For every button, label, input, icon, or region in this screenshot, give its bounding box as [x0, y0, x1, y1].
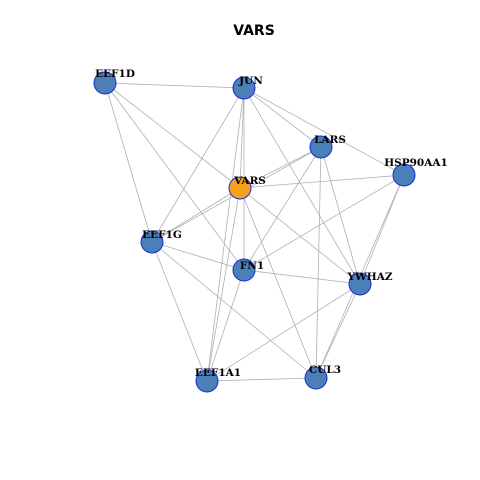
edge-eef1d-vars [104, 82, 241, 189]
node-circle-ywhaz [348, 272, 372, 296]
node-label-jun: JUN [238, 75, 263, 87]
edge-fn1-eef1a1 [206, 269, 245, 382]
node-label-eef1d: EEF1D [95, 68, 135, 80]
node-circle-cul3 [304, 366, 328, 390]
node-label-eef1a1: EEF1A1 [195, 367, 241, 379]
edge-eef1g-eef1a1 [151, 241, 208, 382]
node-fn1: FN1 [232, 258, 264, 282]
node-label-fn1: FN1 [240, 260, 264, 272]
node-eef1g: EEF1G [140, 229, 182, 254]
edge-lars-ywhaz [320, 146, 361, 285]
edge-hsp90aa1-vars [239, 174, 405, 189]
edge-vars-eef1g [151, 187, 241, 243]
edge-eef1g-cul3 [151, 241, 317, 379]
node-cul3: CUL3 [304, 364, 341, 390]
edge-ywhaz-cul3 [315, 283, 361, 379]
node-eef1d: EEF1D [93, 68, 135, 95]
node-circle-fn1 [232, 258, 256, 282]
node-vars: VARS [228, 175, 266, 200]
edge-vars-eef1a1 [206, 187, 241, 382]
node-circle-hsp90aa1 [392, 163, 416, 187]
edge-jun-hsp90aa1 [243, 87, 405, 176]
edge-eef1g-fn1 [151, 241, 245, 271]
node-circle-jun [232, 76, 256, 100]
diagram-title: VARS [233, 23, 275, 39]
node-label-hsp90aa1: HSP90AA1 [384, 157, 448, 169]
edge-eef1d-eef1g [104, 82, 153, 243]
edge-hsp90aa1-fn1 [243, 174, 405, 271]
node-circle-eef1d [93, 71, 117, 95]
node-circle-lars [309, 135, 333, 159]
node-circle-eef1g [140, 230, 164, 254]
edge-lars-fn1 [243, 146, 322, 271]
edge-ywhaz-eef1a1 [206, 283, 361, 382]
node-label-ywhaz: YWHAZ [346, 271, 392, 283]
edge-jun-ywhaz [243, 87, 361, 285]
edge-eef1a1-cul3 [206, 377, 317, 382]
node-label-lars: LARS [314, 134, 346, 146]
node-label-vars: VARS [233, 175, 266, 187]
edge-jun-eef1g [151, 87, 245, 243]
node-ywhaz: YWHAZ [346, 271, 393, 296]
node-lars: LARS [309, 134, 346, 159]
edge-eef1d-jun [104, 82, 245, 89]
node-circle-eef1a1 [195, 369, 219, 393]
edge-vars-ywhaz [239, 187, 361, 285]
node-eef1a1: EEF1A1 [195, 367, 241, 393]
edge-jun-lars [243, 87, 322, 148]
node-jun: JUN [232, 75, 263, 100]
node-label-eef1g: EEF1G [142, 229, 182, 241]
node-circle-vars [228, 176, 252, 200]
node-hsp90aa1: HSP90AA1 [384, 157, 448, 187]
edge-fn1-ywhaz [243, 269, 361, 285]
edge-vars-cul3 [239, 187, 317, 379]
edge-lars-cul3 [315, 146, 322, 379]
edge-hsp90aa1-ywhaz [359, 174, 405, 285]
edge-jun-vars [239, 87, 245, 189]
edge-lars-vars [239, 146, 322, 189]
node-label-cul3: CUL3 [309, 364, 341, 376]
edge-jun-eef1a1 [206, 87, 245, 382]
edge-eef1d-fn1 [104, 82, 245, 271]
